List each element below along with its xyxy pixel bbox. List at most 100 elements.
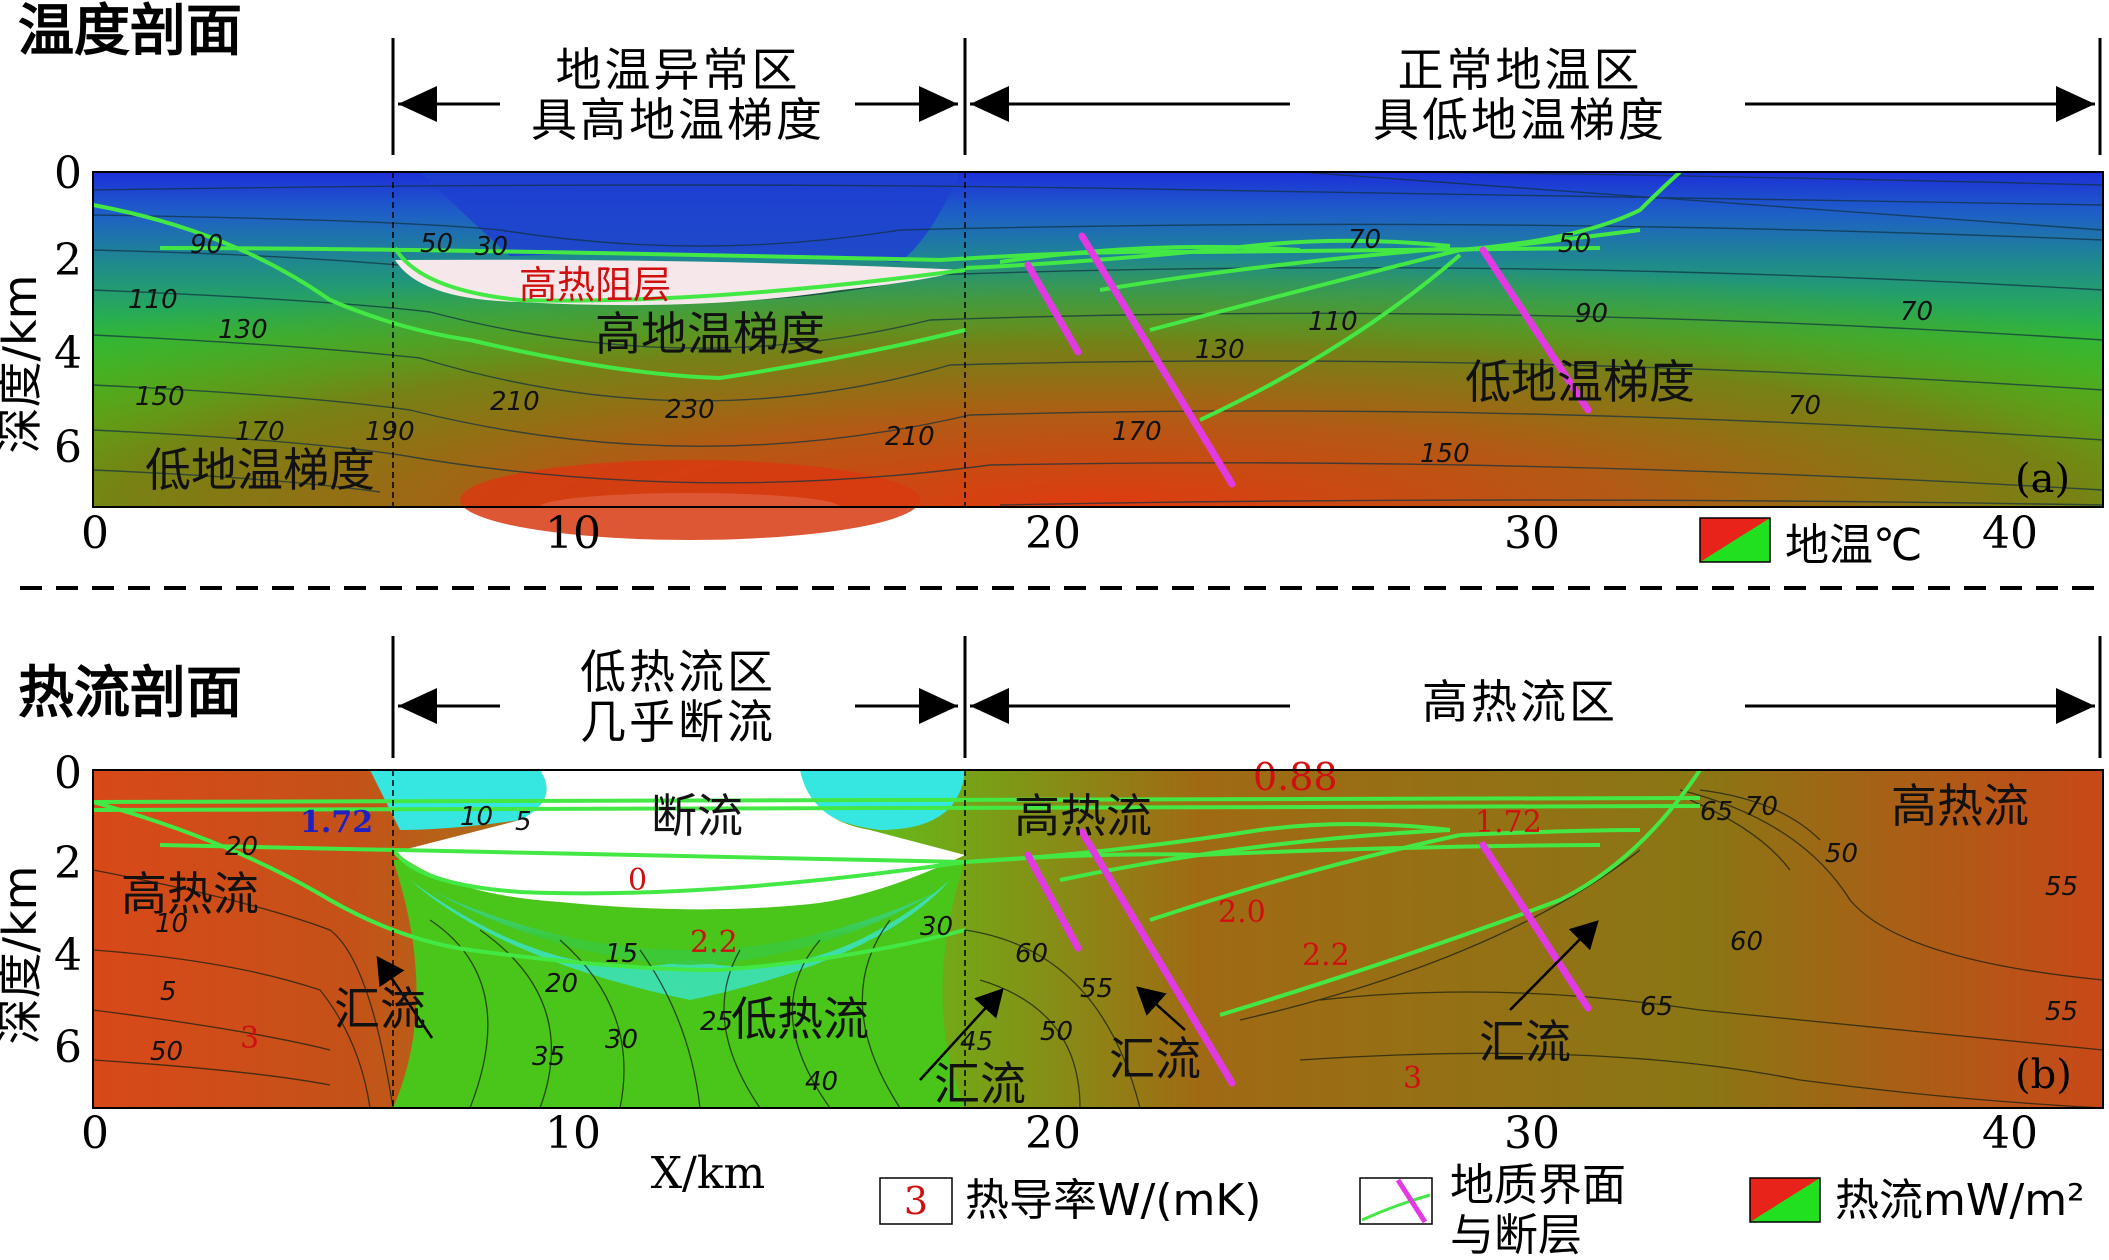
- fault-legend-label-1: 地质界面: [1450, 1160, 1626, 1211]
- svg-text:3: 3: [240, 1021, 259, 1056]
- top-plot-frame: [92, 171, 2104, 508]
- zone-high-resist: 高热阻层: [519, 263, 671, 307]
- svg-text:0: 0: [628, 863, 647, 898]
- top-fault-3: [1479, 246, 1592, 414]
- isotherm-label: 170: [235, 417, 285, 447]
- svg-text:0.88: 0.88: [1253, 755, 1338, 799]
- top-region-left-subtitle: 具高地温梯度: [531, 93, 825, 147]
- temperature-field: [92, 170, 2104, 540]
- svg-text:50: 50: [1825, 839, 1858, 869]
- converge-label-1: 汇流: [334, 982, 426, 1036]
- svg-text:30: 30: [1504, 508, 1560, 559]
- isotherm-label: 170: [1112, 417, 1162, 447]
- bottom-section-title: 热流剖面: [18, 661, 242, 726]
- top-fault-1: [1024, 261, 1082, 356]
- conductivity-legend-swatch: [879, 1177, 953, 1225]
- converge-label-4: 汇流: [1479, 1015, 1571, 1069]
- fault-legend-line: [1395, 1178, 1428, 1224]
- bottom-flow-labels: 5 10 15 20 25 30 35 40 45 50 55 60 65 70…: [150, 792, 2078, 1097]
- panel-label-b: (b): [2015, 1052, 2072, 1098]
- svg-text:50: 50: [1040, 1017, 1073, 1047]
- isotherm-label: 110: [1308, 307, 1358, 337]
- svg-text:45: 45: [960, 1027, 993, 1057]
- isotherm-label: 70: [1348, 225, 1381, 255]
- svg-text:40: 40: [1982, 508, 2038, 559]
- isotherm-label: 130: [1195, 335, 1245, 365]
- svg-text:5: 5: [515, 807, 532, 837]
- zone-low-gradient-right: 低地温梯度: [1465, 355, 1695, 409]
- svg-text:55: 55: [2045, 997, 2078, 1027]
- svg-text:60: 60: [1730, 927, 1763, 957]
- top-x-ticks: 0 10 20 30 40: [81, 508, 2038, 559]
- svg-text:0: 0: [54, 148, 82, 199]
- svg-text:20: 20: [545, 969, 578, 999]
- bottom-region-left-subtitle: 几乎断流: [580, 695, 776, 749]
- svg-text:2: 2: [54, 235, 82, 286]
- bottom-region-headers: 低热流区 几乎断流 高热流区: [391, 636, 2102, 758]
- convergence-annotations: 汇流 汇流 汇流 汇流: [334, 920, 1599, 1111]
- svg-text:5: 5: [160, 977, 177, 1007]
- heat-flow-field: [92, 768, 2104, 1109]
- x-axis-label: X/km: [651, 1148, 766, 1199]
- top-isotherm-labels: 30 50 70 90 110 130 150 170 190 210 230 …: [128, 225, 1933, 469]
- top-y-ticks: 0 2 4 6: [54, 148, 82, 473]
- svg-text:2.2: 2.2: [1302, 938, 1350, 973]
- temperature-legend-label: 地温℃: [1785, 520, 1922, 571]
- svg-text:40: 40: [1982, 1108, 2038, 1159]
- conductivity-legend-label: 热导率W/(mK): [965, 1175, 1261, 1226]
- isotherm-label: 70: [1788, 391, 1821, 421]
- svg-text:4: 4: [54, 930, 82, 981]
- svg-text:55: 55: [2045, 872, 2078, 902]
- svg-text:25: 25: [700, 1007, 733, 1037]
- svg-text:2: 2: [54, 838, 82, 889]
- svg-text:20: 20: [1025, 508, 1081, 559]
- bottom-x-ticks: 0 10 20 30 40: [81, 1108, 2038, 1159]
- svg-text:4: 4: [54, 328, 82, 379]
- isotherm-label: 30: [475, 232, 508, 262]
- svg-text:50: 50: [150, 1037, 183, 1067]
- svg-text:60: 60: [1015, 939, 1048, 969]
- top-section-title: 温度剖面: [18, 0, 242, 64]
- isotherm-label: 50: [420, 229, 453, 259]
- isotherm-label: 50: [1558, 229, 1591, 259]
- panel-label-a: (a): [2015, 456, 2070, 502]
- isotherm-label: 230: [665, 395, 715, 425]
- heat-flow-legend-label: 热流mW/m²: [1835, 1175, 2085, 1226]
- svg-text:30: 30: [605, 1025, 638, 1055]
- bottom-region-left-title: 低热流区: [580, 645, 776, 699]
- svg-text:20: 20: [1025, 1108, 1081, 1159]
- top-region-right-subtitle: 具低地温梯度: [1373, 93, 1667, 147]
- zone-high-flow-right: 高热流: [1891, 779, 2029, 833]
- svg-text:30: 30: [1504, 1108, 1560, 1159]
- svg-text:6: 6: [54, 1022, 82, 1073]
- top-region-headers: 地温异常区 具高地温梯度 正常地温区 具低地温梯度: [391, 38, 2102, 155]
- zone-low-gradient-left: 低地温梯度: [145, 443, 375, 497]
- isotherm-label: 190: [365, 417, 415, 447]
- isotherm-label: 90: [190, 230, 223, 260]
- conductivity-legend-value: 3: [904, 1179, 928, 1223]
- isotherm-label: 210: [490, 387, 540, 417]
- svg-text:1.72: 1.72: [300, 805, 373, 840]
- top-legend: 地温℃: [1699, 517, 1922, 571]
- bottom-y-axis-label: 深度/km: [0, 866, 47, 1045]
- bottom-fault-1: [1024, 851, 1082, 952]
- isotherm-label: 150: [1420, 439, 1470, 469]
- svg-text:10: 10: [155, 909, 188, 939]
- zone-high-gradient: 高地温梯度: [595, 307, 825, 361]
- svg-text:55: 55: [1080, 974, 1113, 1004]
- interface-legend-line: [1361, 1193, 1431, 1222]
- zone-cutoff: 断流: [651, 789, 743, 843]
- svg-text:3: 3: [1403, 1061, 1422, 1096]
- svg-text:30: 30: [920, 912, 953, 942]
- zone-low-flow: 低热流: [731, 992, 869, 1046]
- bottom-fault-3: [1479, 841, 1592, 1012]
- svg-text:2.2: 2.2: [690, 925, 738, 960]
- top-fault-2: [1078, 232, 1236, 488]
- isotherm-label: 70: [1900, 297, 1933, 327]
- isotherm-label: 110: [128, 285, 178, 315]
- bottom-fault-2: [1078, 828, 1236, 1087]
- bottom-y-ticks: 0 2 4 6: [54, 748, 82, 1073]
- svg-text:2.0: 2.0: [1218, 895, 1266, 930]
- top-y-axis-label: 深度/km: [0, 275, 47, 454]
